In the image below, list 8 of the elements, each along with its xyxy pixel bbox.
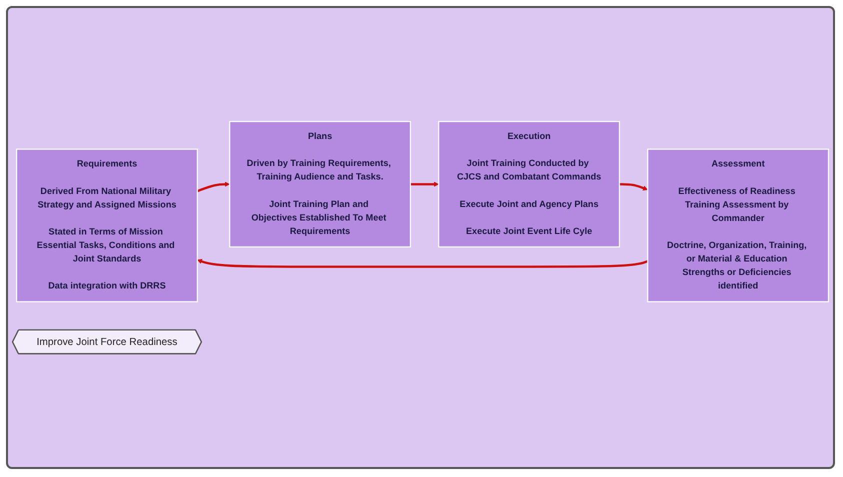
arrow [196, 182, 230, 192]
node-box: Execution Joint Training Conducted by CJCS and Combatant Commands Execute Joint and Agency Plans Execute Joint Event Life Cyle [438, 120, 620, 248]
node-box: Requirements Derived From National Military Strategy and Assigned Missions Stated in Terms of Mission Essential Tasks, Conditions and Joint Standards Data integration with DRRS [16, 148, 198, 302]
node-box: Plans Driven by Training Requirements, Training Audience and Tasks. Joint Training Plan and Objectives Established To Meet Requirements [229, 120, 411, 248]
arrow [197, 258, 648, 268]
arrow [410, 182, 439, 187]
arrow [619, 182, 648, 190]
node-box: Assessment Effectiveness of Readiness Training Assessment by Commander Doctrine, Organization, Training, or Material & Education Strengths or Deficiencies identified [647, 148, 830, 302]
